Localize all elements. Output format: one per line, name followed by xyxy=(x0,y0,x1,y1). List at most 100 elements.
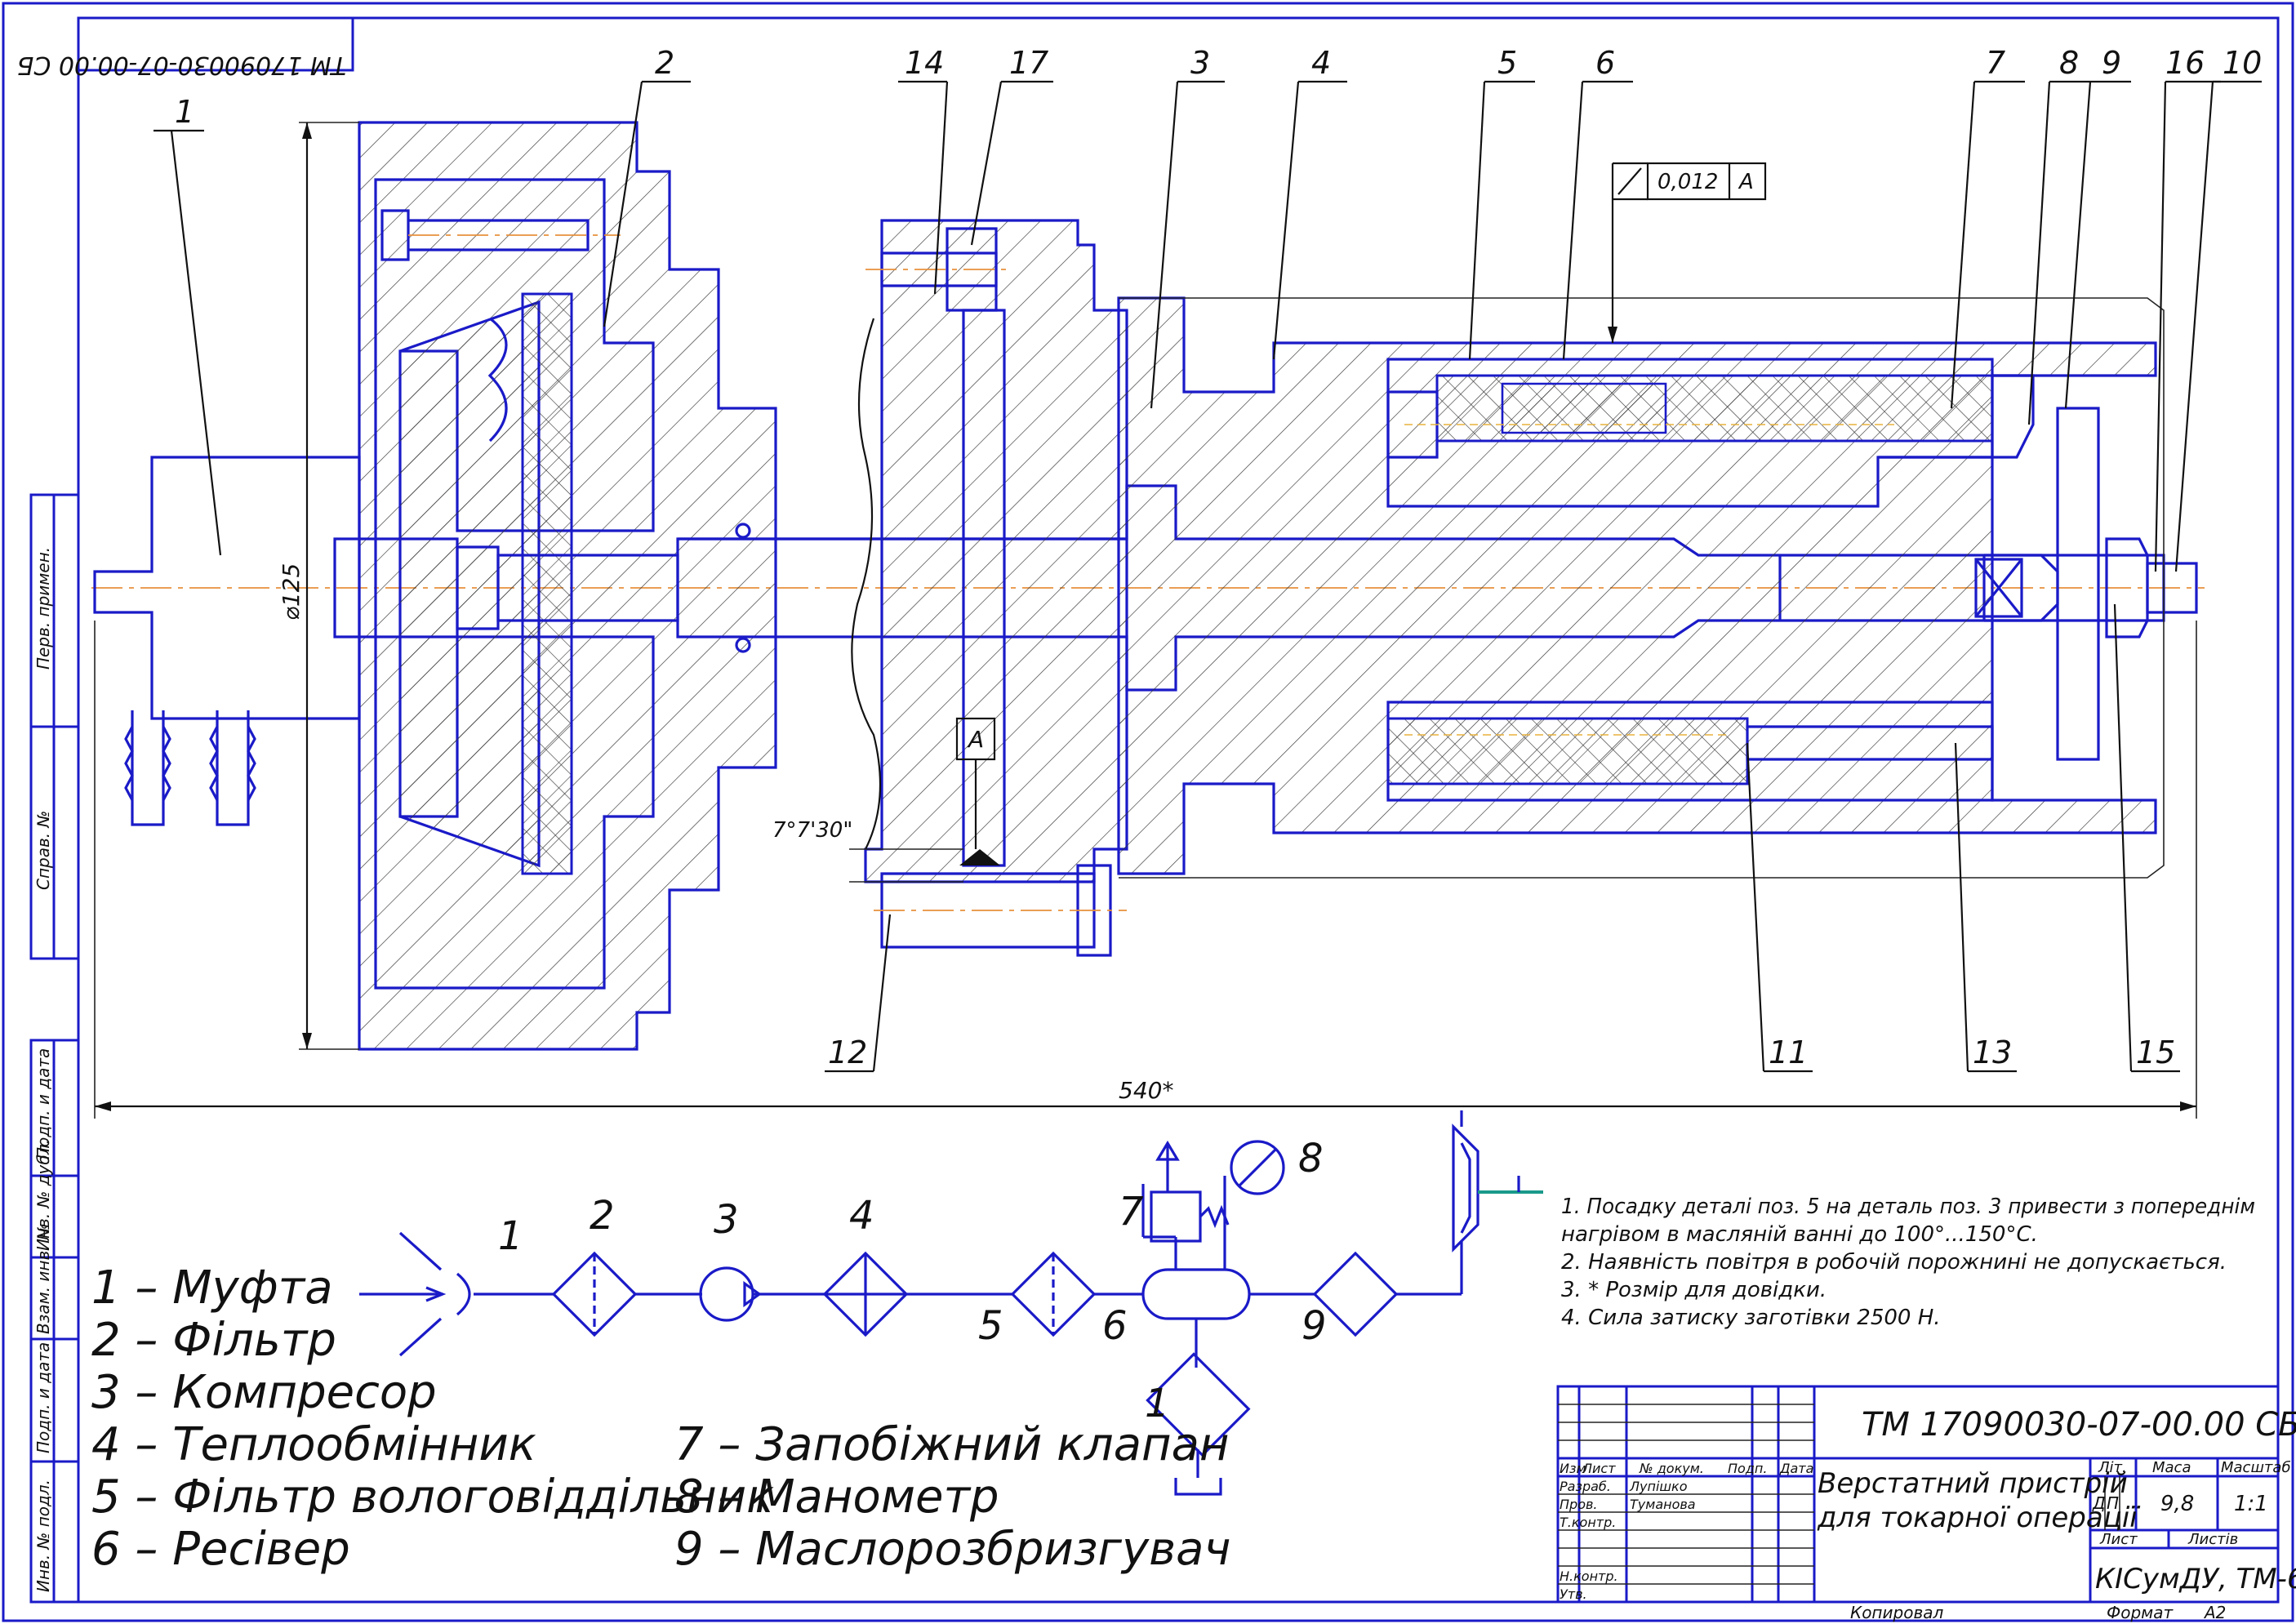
legend-item-9: 9 – Маслорозбризгувач xyxy=(674,1523,1231,1576)
pos-9: 9 xyxy=(2102,45,2121,81)
outer-envelope xyxy=(1119,297,2165,879)
shaft-cross-mark xyxy=(1974,558,2023,618)
pos-10: 10 xyxy=(2223,45,2262,81)
format-label: Формат xyxy=(2107,1603,2174,1622)
col-izm: Изм xyxy=(1560,1461,1586,1476)
side-stamp: Перв. примен. Справ. № Подп. и дата Инв.… xyxy=(29,493,80,1604)
pos-7: 7 xyxy=(1986,45,2005,81)
runout-tolerance: 0,012 A xyxy=(1608,162,1767,343)
row-nkontr: Н.контр. xyxy=(1560,1568,1618,1584)
legend-item-1: 1 – Муфта xyxy=(91,1261,333,1315)
pos-12: 12 xyxy=(828,1034,867,1070)
podp-data-label-1: Подп. и дата xyxy=(33,1048,53,1159)
pos-6: 6 xyxy=(1595,45,1615,81)
left-shaft-end xyxy=(333,537,459,638)
scheme-label-4: 4 xyxy=(849,1193,874,1239)
position-leaders xyxy=(154,80,2262,1073)
perv-primen-label: Перв. примен. xyxy=(33,547,53,670)
housing-bolt xyxy=(380,209,590,261)
pos-13: 13 xyxy=(1973,1034,2012,1070)
diameter-label: ⌀125 xyxy=(278,563,305,621)
pneumatic-scheme: 1 2 3 4 5 6 7 8 9 1 xyxy=(359,1110,1543,1496)
scheme-label-8: 8 xyxy=(1298,1136,1324,1181)
length-dimension: 540* xyxy=(94,621,2197,1119)
title-block: ТМ 17090030-07-00.00 СБ Верстатний прист… xyxy=(1556,1385,2296,1622)
scheme-label-5: 5 xyxy=(978,1303,1003,1349)
legend-item-5: 5 – Фільтр вологовіддільник xyxy=(91,1470,774,1524)
tolerance-datum: A xyxy=(1738,170,1754,194)
pos-16: 16 xyxy=(2165,45,2205,81)
scheme-label-3: 3 xyxy=(714,1197,739,1243)
vzam-inv-label: Взам. инв. № xyxy=(33,1223,53,1334)
row-utv: Утв. xyxy=(1560,1586,1587,1602)
inv-dubl-label: Инв. № дубл. xyxy=(33,1139,53,1251)
note-1: 1. Посадку деталі поз. 5 на деталь поз. … xyxy=(1561,1195,2255,1219)
pos-3: 3 xyxy=(1190,45,1210,81)
col-sign: Подп. xyxy=(1728,1461,1767,1476)
pos-1: 1 xyxy=(175,94,194,130)
sheets-label: Листів xyxy=(2187,1531,2238,1548)
length-label: 540* xyxy=(1119,1077,1173,1104)
pos-11: 11 xyxy=(1769,1034,1808,1070)
note-3: 3. * Розмір для довідки. xyxy=(1561,1278,1827,1302)
pos-17: 17 xyxy=(1009,45,1048,81)
scale-value: 1:1 xyxy=(2234,1492,2268,1516)
scheme-coupling-symbol xyxy=(456,1272,471,1316)
lit-cell-2: П xyxy=(2107,1493,2119,1513)
bottom-bolt xyxy=(880,872,1096,949)
hose-nipples xyxy=(124,710,256,826)
membrane xyxy=(521,292,573,875)
datum-marker: A xyxy=(955,717,996,849)
rotated-designation: ТМ 17090030-07-00.00 СБ xyxy=(17,16,354,79)
title-name-line-2: для токарної операції xyxy=(1817,1502,2140,1534)
title-name-line-1: Верстатний пристрій xyxy=(1818,1467,2128,1500)
pos-15: 15 xyxy=(2136,1034,2175,1070)
legend-item-7: 7 – Запобіжний клапан xyxy=(674,1418,1230,1471)
break-line xyxy=(851,318,882,850)
scheme-label-6: 6 xyxy=(1102,1303,1128,1349)
podp-data-label-2: Подп. и дата xyxy=(33,1342,53,1453)
scheme-label-7: 7 xyxy=(1119,1189,1144,1235)
rotated-designation-text: ТМ 17090030-07-00.00 СБ xyxy=(17,51,346,79)
scheme-actuator-symbol xyxy=(1452,1123,1479,1252)
mass-value: 9,8 xyxy=(2160,1492,2194,1516)
col-date: Дата xyxy=(1779,1461,1813,1476)
col-doc: № докум. xyxy=(1639,1461,1704,1476)
legend-item-2: 2 – Фільтр xyxy=(91,1314,336,1367)
legend-item-3: 3 – Компресор xyxy=(91,1366,437,1419)
flange xyxy=(864,219,1128,883)
prov-name: Туманова xyxy=(1630,1497,1696,1512)
scheme-label-1b: 1 xyxy=(1145,1381,1170,1426)
pos-8: 8 xyxy=(2059,45,2079,81)
format-value: А2 xyxy=(2203,1603,2226,1622)
title-designation: ТМ 17090030-07-00.00 СБ xyxy=(1862,1406,2296,1444)
mass-header: Маса xyxy=(2152,1459,2191,1476)
note-1-cont: нагрівом в масляній ванні до 100°...150°… xyxy=(1561,1222,2038,1247)
diaphragm xyxy=(399,300,541,868)
legend-item-6: 6 – Ресівер xyxy=(91,1523,350,1576)
note-4: 4. Сила затиску заготівки 2500 Н. xyxy=(1561,1306,1941,1330)
scale-header: Масштаб xyxy=(2221,1459,2291,1476)
col-list: Лист xyxy=(1582,1461,1616,1476)
sprav-label: Справ. № xyxy=(33,811,53,890)
row-tkontr: Т.контр. xyxy=(1560,1515,1616,1530)
weld-mark xyxy=(959,849,1000,865)
technical-notes: 1. Посадку деталі поз. 5 на деталь поз. … xyxy=(1561,1195,2255,1330)
organization: КІСумДУ, ТМ-61к xyxy=(2095,1563,2296,1595)
pos-4: 4 xyxy=(1311,45,1331,81)
scheme-drain-symbol xyxy=(1146,1352,1251,1457)
diameter-dimension: ⌀125 xyxy=(278,122,359,1050)
pos-14: 14 xyxy=(905,45,944,81)
pos-5: 5 xyxy=(1497,45,1517,81)
copied-label: Копировал xyxy=(1850,1603,1943,1622)
scheme-manometer-symbol xyxy=(1230,1140,1285,1195)
note-2: 2. Наявність повітря в робочій порожнині… xyxy=(1561,1250,2227,1275)
assembly-section: ⌀125 540* 7°7'30" A xyxy=(91,45,2262,1119)
scheme-safety-valve-symbol xyxy=(1150,1190,1202,1243)
pos-2: 2 xyxy=(655,45,674,81)
scheme-receiver-symbol xyxy=(1141,1268,1251,1320)
scheme-lubricator-symbol xyxy=(1312,1251,1399,1337)
row-prov: Пров. xyxy=(1560,1497,1598,1512)
